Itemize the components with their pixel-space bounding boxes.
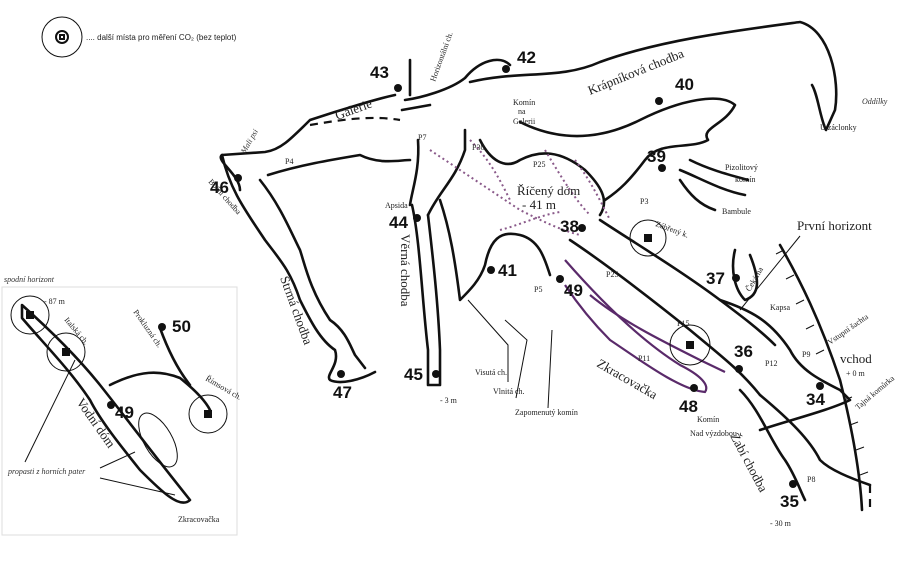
- station-45: 45: [404, 365, 423, 384]
- co2-point-zabreny: [629, 219, 667, 257]
- label-komin-nad-2: Nad výzdobou: [690, 429, 737, 438]
- station-42: 42: [517, 48, 536, 67]
- inset-station-50: 50: [172, 317, 191, 336]
- lower-level-outline: [564, 259, 726, 394]
- label-vlnita: Vlnitá ch.: [493, 387, 525, 396]
- inset-lower-horizon: spodní horizont - 87 m 50 49 Vodní dóm P…: [1, 275, 244, 536]
- label-komin-nad-1: Komín: [697, 415, 719, 424]
- label-zabi-chodba: Žabí chodba: [727, 430, 771, 494]
- label-zkracovacka: Zkracovačka: [595, 356, 661, 403]
- station-37: 37: [706, 269, 725, 288]
- label-riceny-depth: - 41 m: [522, 197, 556, 212]
- label-p7: P7: [418, 133, 426, 142]
- label-komin-1: Komín: [513, 98, 535, 107]
- label-p9: P9: [802, 350, 810, 359]
- label-oddilky: Oddílky: [862, 97, 888, 106]
- label-p12: P12: [765, 359, 777, 368]
- label-komin-3: Galerii: [513, 117, 536, 126]
- surface-boundary: [775, 249, 869, 476]
- label-depth-45: - 3 m: [440, 396, 458, 405]
- label-zabreny: Zábřený k.: [654, 219, 690, 239]
- inset-rimsova: Římsová ch.: [204, 373, 244, 402]
- label-riceny-dom: Říčený dóm: [517, 183, 580, 198]
- station-41: 41: [498, 261, 517, 280]
- label-p8: P8: [807, 475, 815, 484]
- label-depth-35: - 30 m: [770, 519, 792, 528]
- station-48: 48: [679, 397, 698, 416]
- inset-title: spodní horizont: [4, 275, 55, 284]
- label-verna-chodba: Věrná chodba: [398, 234, 413, 307]
- label-horizontalni: Horizontální ch.: [428, 31, 454, 83]
- label-p25b: P25: [606, 270, 618, 279]
- label-bambule: Bambule: [722, 207, 751, 216]
- station-38: 38: [560, 217, 579, 236]
- cave-outlines: [219, 20, 872, 512]
- label-p30: P30: [472, 143, 484, 152]
- legend-text: .... další místa pro měření CO₂ (bez tep…: [86, 33, 237, 42]
- station-43: 43: [370, 63, 389, 82]
- station-39: 39: [647, 147, 666, 166]
- station-46: 46: [210, 178, 229, 197]
- label-visuta: Visutá ch.: [475, 368, 507, 377]
- label-p15: P15: [677, 319, 689, 328]
- label-pizolitovy-2: komín: [735, 175, 755, 184]
- co2-point-36: [669, 324, 711, 366]
- station-36: 36: [734, 342, 753, 361]
- inset-station-49: 49: [115, 403, 134, 422]
- upper-level-dotted: [429, 139, 611, 236]
- label-p25a: P25: [533, 160, 545, 169]
- station-40: 40: [675, 75, 694, 94]
- station-44: 44: [389, 213, 408, 232]
- label-cekarna: Čekárna: [743, 265, 765, 293]
- label-vchod: vchod: [840, 351, 872, 366]
- label-vstupni-sachta: Vstupní šachta: [826, 312, 870, 347]
- legend-circle: [41, 16, 83, 58]
- label-kapsa: Kapsa: [770, 303, 790, 312]
- arrow-prvni-horizont: [739, 235, 801, 311]
- station-49: 49: [564, 281, 583, 300]
- label-komin-2: na: [518, 107, 526, 116]
- label-apsida: Apsida: [385, 201, 408, 210]
- co2-measurement-point-icon: [55, 30, 69, 44]
- label-pizolitovy-1: Pizolitový: [725, 163, 758, 172]
- label-zapomenuty: Zapomenutý komín: [515, 408, 578, 417]
- station-34: 34: [806, 390, 825, 409]
- label-p4: P4: [285, 157, 293, 166]
- label-vchod-depth: + 0 m: [846, 369, 866, 378]
- legend: .... další místa pro měření CO₂ (bez tep…: [41, 16, 237, 58]
- station-35: 35: [780, 492, 799, 511]
- label-p5: P5: [534, 285, 542, 294]
- label-tajna-komurka: Tajná komůrka: [854, 373, 897, 411]
- label-prvni-horizont: První horizont: [797, 218, 872, 233]
- inset-depth: - 87 m: [44, 297, 66, 306]
- inset-italska: Italská ch.: [62, 316, 90, 347]
- label-p11: P11: [638, 354, 650, 363]
- inset-zkracovacka: Zkracovačka: [178, 515, 220, 524]
- label-u-zaclonky: U záclonky: [820, 123, 857, 132]
- label-p3: P3: [640, 197, 648, 206]
- label-krapnikova-chodba: Krápníková chodba: [586, 46, 687, 98]
- stations: 43 42 40 39 38 41 49 37 36 34 35 48 45 4…: [210, 48, 825, 511]
- station-47: 47: [333, 383, 352, 402]
- pointer-arrows: [467, 299, 553, 409]
- inset-arrows: [24, 359, 176, 496]
- inset-propasti: propasti z horních pater: [7, 467, 86, 476]
